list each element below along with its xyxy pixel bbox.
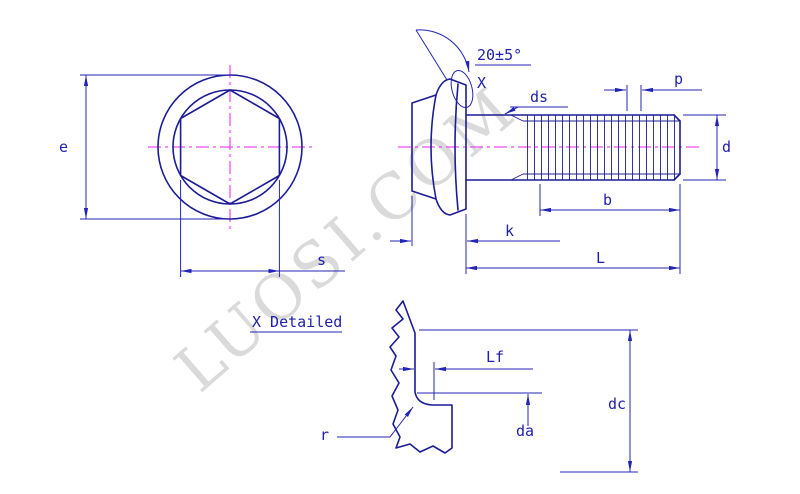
label-x-marker: X [477, 74, 486, 92]
watermark-text: LUOSI.COM [161, 72, 530, 406]
label-e: e [59, 138, 68, 156]
r-leader [337, 406, 414, 438]
label-r: r [320, 426, 329, 444]
head-outline [411, 78, 467, 216]
dimension-Lf: Lf [399, 348, 533, 400]
angle-extension-line [415, 29, 448, 81]
detail-x-marker-ellipse [450, 69, 474, 109]
angle-arc [415, 29, 470, 73]
dimension-s: s [180, 180, 345, 277]
side-view: X 20±5° ds p d [390, 29, 731, 274]
dimension-dc: dc [419, 329, 638, 473]
detail-title: X Detailed [252, 313, 342, 331]
thread-runout-bottom [510, 173, 524, 181]
thread-hatching [524, 115, 677, 180]
label-p: p [674, 70, 683, 88]
thread-runout-top [510, 114, 524, 122]
label-s: s [317, 251, 326, 269]
dimension-ds: ds [504, 88, 568, 115]
dimension-r: r [320, 406, 414, 444]
dimension-b: b [539, 184, 681, 274]
dimension-e: e [59, 74, 232, 220]
dimension-p: p [604, 70, 702, 111]
dimension-L: L [466, 249, 680, 271]
label-angle: 20±5° [477, 46, 522, 64]
label-d: d [722, 138, 731, 156]
detail-view: X Detailed Lf da dc r [250, 300, 638, 473]
label-L: L [596, 249, 605, 267]
ds-leader [504, 106, 519, 115]
label-k: k [505, 222, 514, 240]
front-view: e s [59, 65, 345, 277]
dimension-k: k [390, 196, 560, 274]
dimension-d: d [683, 114, 731, 181]
dimension-angle: 20±5° [415, 29, 531, 81]
label-Lf: Lf [486, 348, 504, 366]
washer-face-line [454, 83, 459, 211]
label-da: da [516, 422, 534, 440]
label-dc: dc [608, 395, 626, 413]
label-ds: ds [530, 88, 548, 106]
dimension-da: da [417, 392, 542, 440]
hexagon [179, 89, 281, 205]
hex-facet-line [430, 94, 437, 200]
label-b: b [603, 191, 612, 209]
detail-outline [389, 300, 453, 454]
